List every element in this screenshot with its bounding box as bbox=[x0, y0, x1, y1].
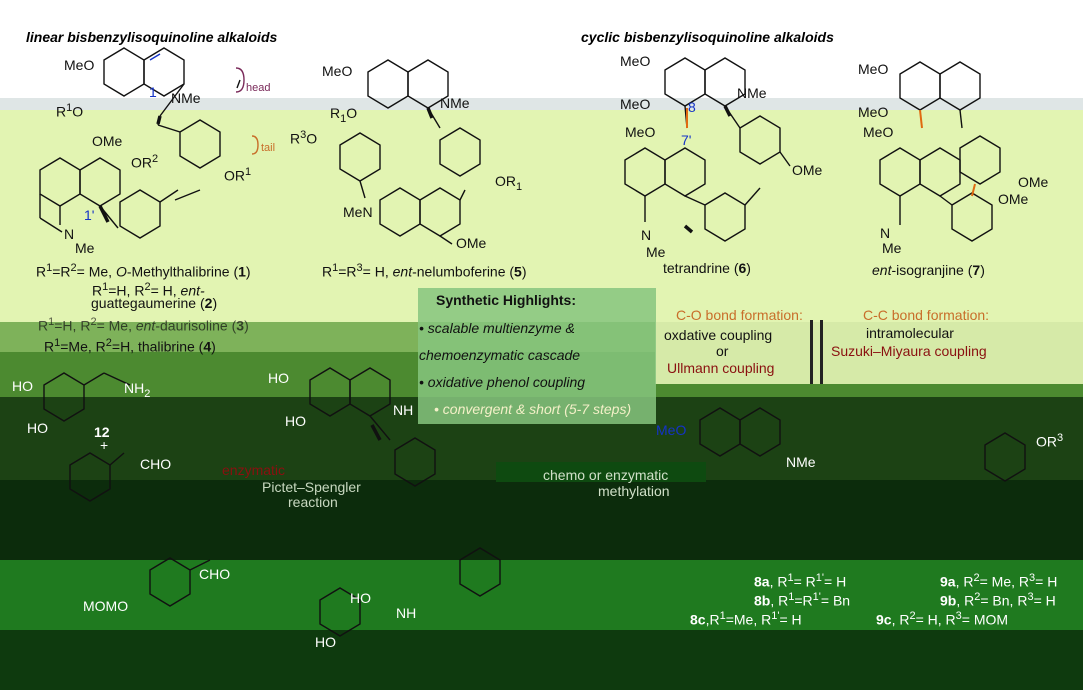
highlight-item-4: • convergent & short (5-7 steps) bbox=[434, 401, 632, 417]
label-pos1p: 1' bbox=[84, 207, 95, 223]
label-meo-scheme: MeO bbox=[656, 422, 687, 438]
highlights-box bbox=[418, 288, 656, 424]
label-nme-5b: MeN bbox=[343, 204, 373, 220]
ullmann-label: Ullmann coupling bbox=[667, 360, 775, 376]
label-nme-scheme: NMe bbox=[786, 454, 816, 470]
methyl-label-1: chemo or enzymatic bbox=[543, 467, 669, 483]
label-r1o-5: R1O bbox=[330, 105, 358, 125]
pictet-label-1: Pictet–Spengler bbox=[262, 479, 361, 495]
label-ho-a: HO bbox=[268, 370, 289, 386]
label-ho-d: HO bbox=[315, 634, 336, 650]
ring-lower-1 bbox=[39, 157, 81, 207]
label-ome-7a: OMe bbox=[1018, 174, 1049, 190]
label-head: head bbox=[246, 82, 271, 94]
label-nme-6: NMe bbox=[737, 85, 767, 101]
label-plus: + bbox=[100, 437, 109, 453]
label-meo-1: MeO bbox=[64, 57, 95, 73]
enzymatic-label: enzymatic bbox=[222, 462, 286, 478]
label-momo: MOMO bbox=[83, 598, 129, 614]
label-ome-7b: OMe bbox=[998, 191, 1029, 207]
caption-compound-6: tetrandrine (6) bbox=[663, 260, 751, 276]
caption-8c: 8c,R1=Me, R1'= H bbox=[690, 610, 802, 628]
co-bond-label: C-O bond formation: bbox=[676, 307, 803, 323]
caption-compound-1: R1=R2= Me, O-Methylthalibrine (1) bbox=[36, 262, 251, 280]
pictet-label-2: reaction bbox=[288, 494, 338, 510]
label-ome-1: OMe bbox=[92, 133, 123, 149]
label-nme-5: NMe bbox=[440, 95, 470, 111]
label-or1: OR1 bbox=[224, 166, 252, 184]
highlights-title: Synthetic Highlights: bbox=[436, 292, 576, 308]
label-r1o-1: R1O bbox=[56, 102, 84, 120]
caption-compound-3: R1=H, R2= Me, ent-daurisoline (3) bbox=[38, 316, 249, 334]
label-pos8: 8 bbox=[688, 99, 696, 115]
oxidative-coupling-label: oxdative coupling bbox=[664, 327, 773, 343]
label-cho-2: CHO bbox=[199, 566, 231, 582]
label-meo-7b: MeO bbox=[858, 104, 889, 120]
label-pos1: 1 bbox=[149, 84, 157, 100]
label-n-7: N bbox=[880, 225, 891, 241]
suzuki-label: Suzuki–Miyaura coupling bbox=[831, 343, 987, 359]
label-ho-c: HO bbox=[350, 590, 371, 606]
label-meo-7c: MeO bbox=[863, 124, 894, 140]
label-num12: 12 bbox=[94, 424, 110, 440]
methyl-label-2: methylation bbox=[598, 483, 670, 499]
title-cyclic: cyclic bisbenzylisoquinoline alkaloids bbox=[581, 29, 834, 45]
label-ome-5: OMe bbox=[456, 235, 487, 251]
label-me-7: Me bbox=[882, 240, 902, 256]
title-linear: linear bisbenzylisoquinoline alkaloids bbox=[26, 29, 278, 45]
caption-9a: 9a, R2= Me, R3= H bbox=[940, 572, 1058, 590]
caption-9c: 9c, R2= H, R3= MOM bbox=[876, 610, 1009, 628]
label-or2: OR2 bbox=[131, 153, 159, 171]
caption-8a: 8a, R1= R1'= H bbox=[754, 572, 847, 590]
label-nh2: NH2 bbox=[124, 380, 151, 400]
ring-head-1 bbox=[103, 47, 145, 97]
label-nh-a: NH bbox=[393, 402, 414, 418]
label-me-6: Me bbox=[646, 244, 666, 260]
label-nh-b: NH bbox=[396, 605, 417, 621]
label-tail: tail bbox=[261, 142, 276, 154]
caption-8b: 8b, R1=R1'= Bn bbox=[754, 591, 851, 609]
highlight-item-2: chemoenzymatic cascade bbox=[419, 347, 581, 363]
label-or1-5: OR1 bbox=[495, 173, 523, 193]
highlight-item-3: • oxidative phenol coupling bbox=[419, 374, 586, 390]
ring-tail-1 bbox=[179, 119, 221, 169]
highlight-item-1: • scalable multienzyme & bbox=[419, 320, 575, 336]
label-meo-6b: MeO bbox=[620, 96, 651, 112]
label-ome-6: OMe bbox=[792, 162, 823, 178]
label-ho-b: HO bbox=[285, 413, 306, 429]
label-pos7p: 7' bbox=[681, 132, 692, 148]
caption-compound-4: R1=Me, R2=H, thalibrine (4) bbox=[44, 337, 216, 355]
label-meo-6a: MeO bbox=[620, 53, 651, 69]
caption-compound-2-line1: R1=H, R2= H, ent- bbox=[92, 281, 205, 299]
caption-9b: 9b, R2= Bn, R3= H bbox=[940, 591, 1056, 609]
label-nme-1: NMe bbox=[171, 90, 201, 106]
or-label: or bbox=[716, 343, 729, 359]
cc-bond-label: C-C bond formation: bbox=[863, 307, 990, 323]
label-meo-7a: MeO bbox=[858, 61, 889, 77]
label-ho-12b: HO bbox=[27, 420, 48, 436]
label-n-6: N bbox=[641, 227, 652, 243]
label-or3: OR3 bbox=[1036, 432, 1064, 450]
label-n-1: N bbox=[64, 226, 75, 242]
label-meo-5: MeO bbox=[322, 63, 353, 79]
caption-compound-7: ent-isogranjine (7) bbox=[872, 262, 985, 278]
caption-compound-5: R1=R3= H, ent-nelumboferine (5) bbox=[322, 262, 527, 280]
label-meo-6c: MeO bbox=[625, 124, 656, 140]
caption-compound-2-line2: guattegaumerine (2) bbox=[91, 295, 218, 311]
label-r3o: R3O bbox=[290, 129, 318, 147]
label-cho-1: CHO bbox=[140, 456, 172, 472]
intramolecular-label: intramolecular bbox=[866, 325, 954, 341]
label-ho-12a: HO bbox=[12, 378, 33, 394]
label-me-1: Me bbox=[75, 240, 95, 256]
